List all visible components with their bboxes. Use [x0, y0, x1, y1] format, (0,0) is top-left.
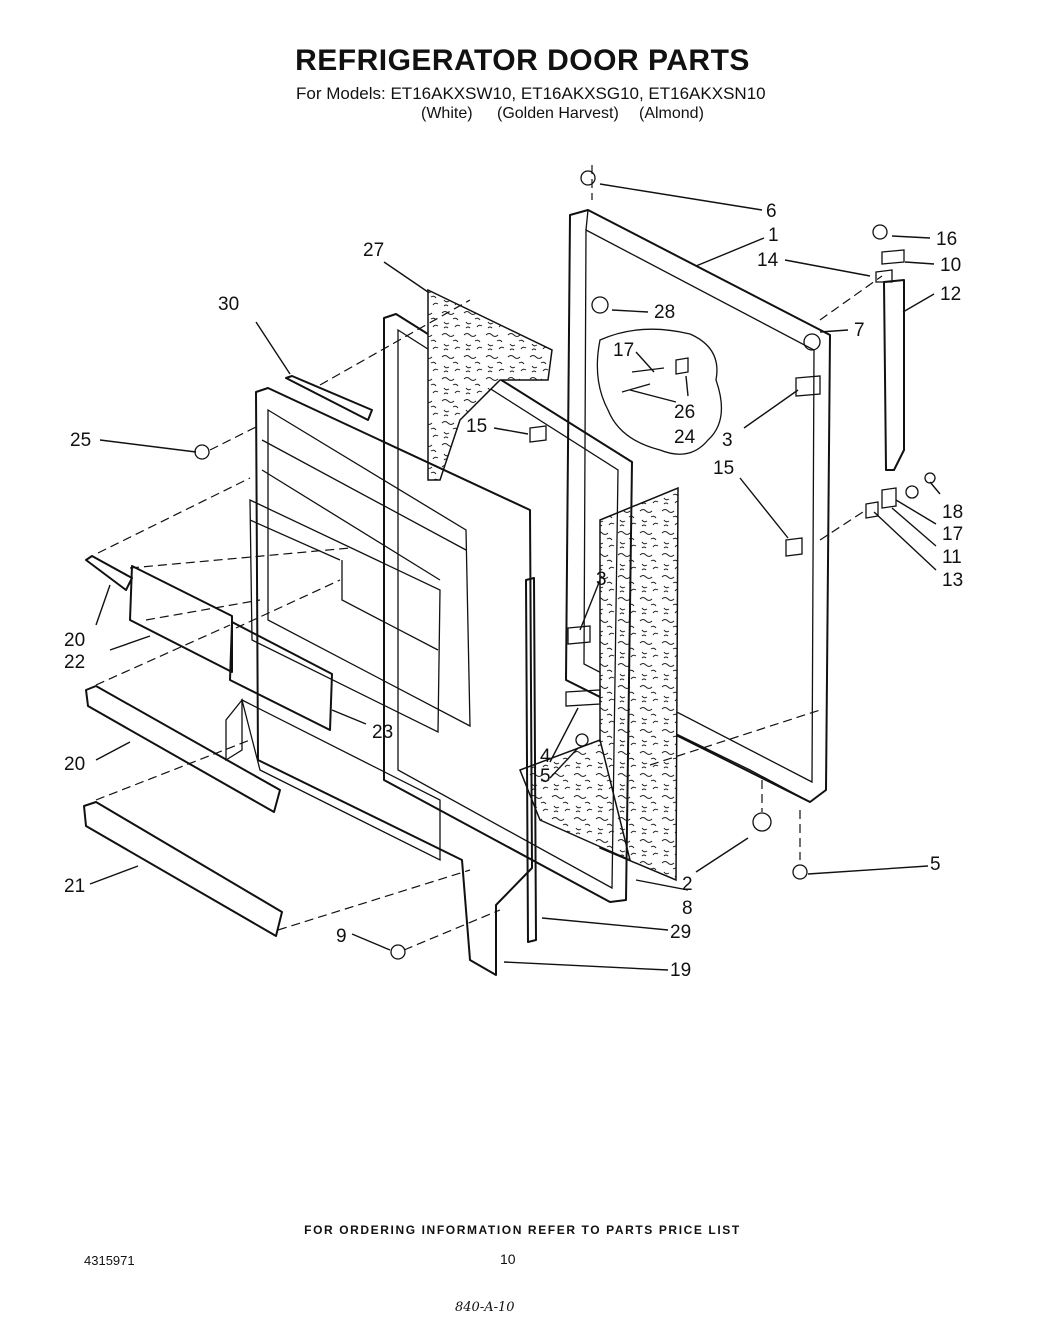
callout-30: 30	[218, 294, 239, 315]
screw-9	[390, 944, 406, 960]
callout-2: 2	[682, 874, 693, 895]
shelf-front-21	[83, 801, 283, 937]
callout-23: 23	[372, 722, 393, 743]
callout-18: 18	[942, 502, 963, 523]
hinge-plate-4	[565, 689, 601, 707]
ordering-note: FOR ORDERING INFORMATION REFER TO PARTS …	[304, 1223, 741, 1237]
screw-6	[580, 170, 596, 186]
callout-27: 27	[363, 240, 384, 261]
screw-16	[872, 224, 888, 240]
callout-16: 16	[936, 229, 957, 250]
clip-11	[881, 487, 897, 509]
bushing-15-right	[785, 537, 803, 557]
callout-6: 6	[766, 201, 777, 222]
screw-18	[924, 472, 936, 484]
glide-2	[752, 812, 772, 832]
shelf-rail-long	[85, 685, 281, 813]
callout-10: 10	[940, 255, 961, 276]
callout-19: 19	[670, 960, 691, 981]
washer-17	[905, 485, 919, 499]
callout-1: 1	[768, 225, 779, 246]
callout-20-lower: 20	[64, 754, 85, 775]
door-foam-insulation-lower	[519, 739, 632, 862]
callout-5-right: 5	[930, 854, 941, 875]
callout-29: 29	[670, 922, 691, 943]
callout-12: 12	[940, 284, 961, 305]
page-title: REFRIGERATOR DOOR PARTS	[295, 44, 750, 77]
callout-leaders	[89, 183, 941, 971]
hardware-parts	[194, 170, 936, 960]
screw-5-left	[575, 733, 589, 747]
shelf-front-22	[129, 565, 233, 673]
callout-26: 26	[674, 402, 695, 423]
callout-11: 11	[942, 547, 962, 568]
callout-9: 9	[336, 926, 347, 947]
color-label-golden-harvest: (Golden Harvest)	[497, 105, 619, 122]
liner-foam-panel	[427, 288, 553, 481]
hinge-3-upper	[795, 375, 821, 397]
callout-13: 13	[942, 570, 963, 591]
door-foam-insulation	[599, 486, 679, 882]
callout-4: 4	[540, 746, 551, 767]
models-line: For Models: ET16AKXSW10, ET16AKXSG10, ET…	[296, 84, 766, 103]
callout-5-left: 5	[540, 766, 551, 787]
callout-24: 24	[674, 427, 696, 448]
callout-14: 14	[757, 250, 779, 271]
plug-28	[591, 296, 609, 314]
bracket-10	[881, 249, 905, 265]
callout-17: 17	[942, 524, 963, 545]
hinge-3-lower	[567, 625, 591, 645]
callout-28: 28	[654, 302, 675, 323]
shelf-front-23	[229, 621, 333, 731]
callout-20-upper: 20	[64, 630, 85, 651]
document-number: 4315971	[84, 1253, 135, 1268]
page-number: 10	[500, 1251, 516, 1267]
handwritten-note: 840-A-10	[455, 1300, 515, 1315]
callout-21: 21	[64, 876, 85, 897]
door-handle-12	[883, 279, 905, 471]
callout-7: 7	[854, 320, 865, 341]
door-liner	[225, 387, 533, 976]
bushing-15-left	[529, 425, 547, 443]
callout-15-right: 15	[713, 458, 734, 479]
trim-strip-30	[285, 375, 373, 421]
callout-22: 22	[64, 652, 85, 673]
callout-17-cutaway: 17	[613, 340, 634, 361]
callout-8: 8	[682, 898, 693, 919]
callout-25: 25	[70, 430, 91, 451]
cutaway-detail	[596, 328, 722, 455]
screw-25	[194, 444, 210, 460]
spacer-13	[865, 501, 879, 519]
color-label-white: (White)	[421, 105, 473, 122]
assembly-dashed-lines	[95, 165, 883, 951]
shelf-rail-top	[85, 555, 133, 591]
cap-7	[803, 333, 821, 351]
callout-3-upper: 3	[722, 430, 733, 451]
callout-3-lower: 3	[596, 569, 607, 590]
shim-14	[875, 269, 893, 283]
color-label-almond: (Almond)	[639, 105, 704, 122]
strip-29	[525, 577, 537, 943]
door-gasket	[383, 313, 633, 903]
callout-15-left: 15	[466, 416, 487, 437]
screw-5-right	[792, 864, 808, 880]
callout-numbers: 6 1 14 16 10 12 7 27 28 30 17 26 24 25 1…	[64, 201, 963, 981]
